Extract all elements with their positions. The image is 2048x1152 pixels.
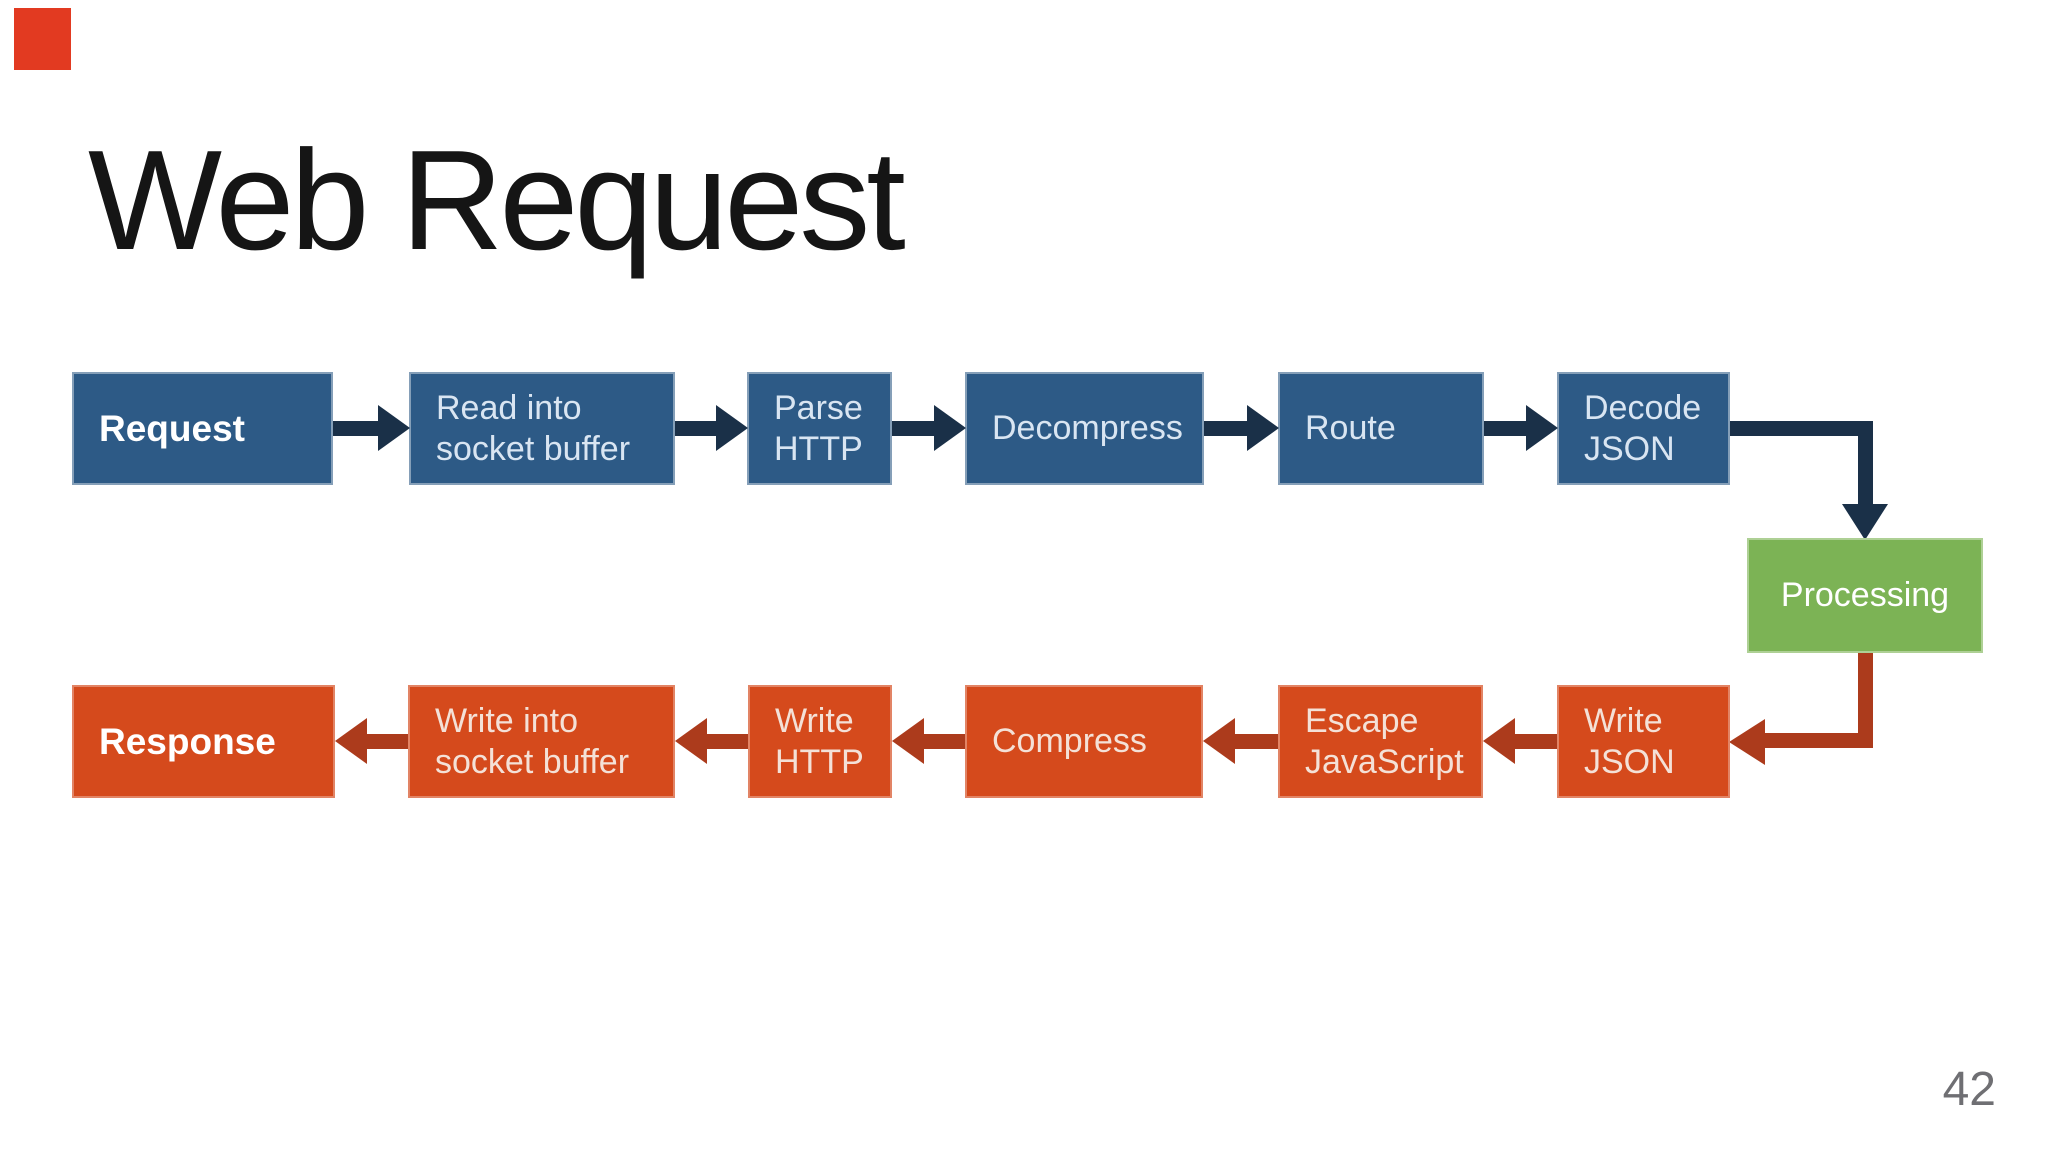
node-label: Response — [99, 721, 276, 762]
node-label-line1: Decode — [1584, 388, 1702, 427]
arrow-right-icon — [716, 405, 748, 451]
arrow-right-icon — [378, 405, 410, 451]
arrow-shaft — [367, 734, 408, 749]
arrow-shaft — [707, 734, 748, 749]
arrow-shaft — [333, 421, 378, 436]
arrow-right-icon — [1526, 405, 1558, 451]
arrow-shaft — [1204, 421, 1247, 436]
node-label-line2: socket buffer — [435, 742, 630, 781]
node-decode-json: Decode JSON — [1557, 372, 1730, 485]
arrow-right-icon — [934, 405, 966, 451]
node-label: Decompress — [992, 409, 1183, 447]
arrow-left-icon — [675, 718, 707, 764]
arrow-left-icon — [1729, 719, 1765, 765]
node-write-into-socket-buffer: Write into socket buffer — [408, 685, 675, 798]
node-label-line2: JSON — [1584, 429, 1675, 468]
arrow-shaft — [1858, 653, 1873, 748]
node-compress: Compress — [965, 685, 1203, 798]
page-number: 42 — [1942, 1063, 1996, 1116]
node-label-line2: JSON — [1584, 742, 1675, 781]
node-write-http: Write HTTP — [748, 685, 892, 798]
node-label: Route — [1305, 409, 1396, 447]
arrow-left-icon — [892, 718, 924, 764]
node-label-line1: Write into — [435, 701, 578, 740]
node-label-line2: JavaScript — [1305, 742, 1464, 781]
node-parse-http: Parse HTTP — [747, 372, 892, 485]
node-label-line1: Write — [1584, 701, 1663, 740]
node-processing: Processing — [1747, 538, 1983, 653]
node-label-line2: socket buffer — [436, 429, 631, 468]
arrow-left-icon — [335, 718, 367, 764]
arrow-shaft — [924, 734, 965, 749]
node-route: Route — [1278, 372, 1484, 485]
node-escape-javascript: Escape JavaScript — [1278, 685, 1483, 798]
arrow-down-icon — [1842, 504, 1888, 540]
arrow-left-icon — [1483, 718, 1515, 764]
node-label-line1: Parse — [774, 388, 863, 427]
slide-title: Web Request — [88, 121, 906, 280]
node-label: Processing — [1780, 576, 1950, 614]
node-label: Request — [99, 408, 245, 449]
node-label-line1: Write — [775, 701, 854, 740]
node-label-line2: HTTP — [774, 429, 863, 468]
arrow-shaft — [1484, 421, 1526, 436]
arrow-shaft — [675, 421, 716, 436]
corner-marker — [14, 8, 71, 70]
node-label-line2: HTTP — [775, 742, 864, 781]
arrow-shaft — [1515, 734, 1557, 749]
arrow-shaft — [1235, 734, 1278, 749]
node-decompress: Decompress — [965, 372, 1204, 485]
node-label-line1: Read into — [436, 388, 582, 427]
arrow-shaft — [1858, 421, 1873, 506]
arrow-shaft — [892, 421, 934, 436]
arrow-shaft — [1765, 733, 1873, 748]
node-write-json: Write JSON — [1557, 685, 1730, 798]
node-label-line1: Escape — [1305, 701, 1419, 740]
node-response: Response — [72, 685, 335, 798]
node-label: Compress — [992, 722, 1147, 760]
node-read-into-socket-buffer: Read into socket buffer — [409, 372, 675, 485]
arrow-right-icon — [1247, 405, 1279, 451]
arrow-left-icon — [1203, 718, 1235, 764]
node-request: Request — [72, 372, 333, 485]
arrow-shaft — [1730, 421, 1873, 436]
